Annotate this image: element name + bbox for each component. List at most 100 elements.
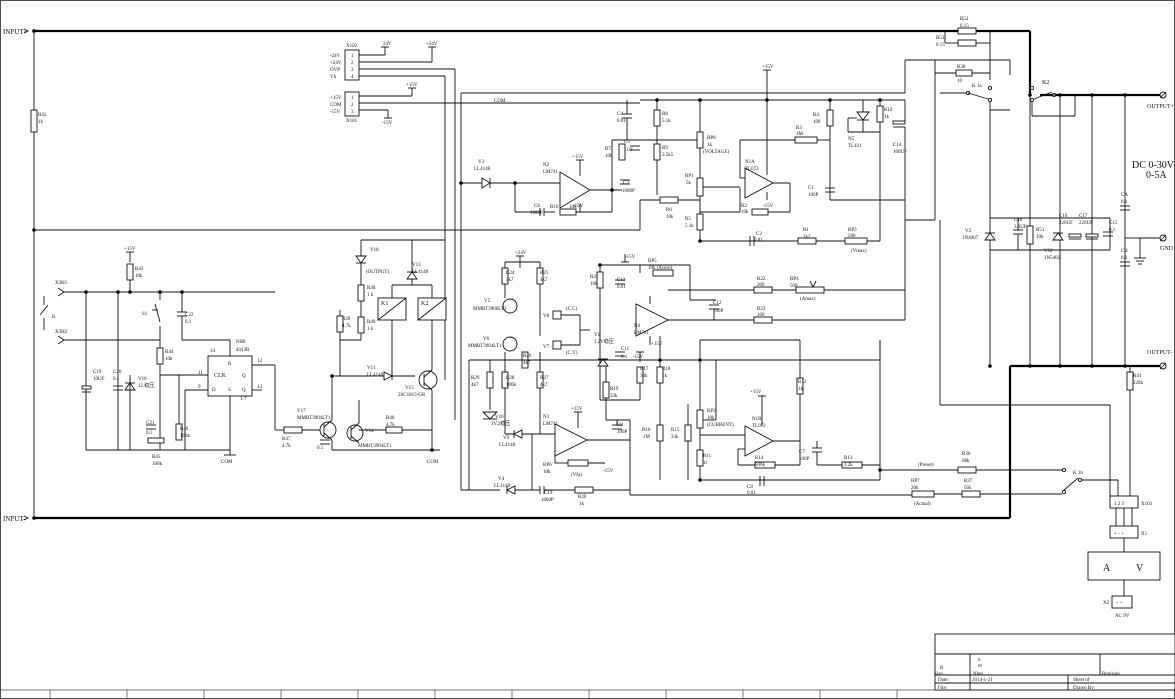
v9-diode-icon bbox=[512, 429, 523, 439]
rp4-label: RP4 bbox=[790, 277, 799, 282]
r37-label: R37 bbox=[964, 479, 973, 484]
supplies-v24b-label: +24V bbox=[426, 42, 438, 47]
r44-label: 10k bbox=[165, 357, 173, 362]
r40-label: R40 bbox=[386, 416, 395, 421]
rp2-potentiometer[interactable] bbox=[696, 409, 704, 429]
rp6-potentiometer[interactable] bbox=[567, 459, 589, 467]
n2-label: N2 bbox=[543, 163, 550, 168]
r21-label: 10k bbox=[590, 282, 598, 287]
titleblock-date-label: 2014-1-21 bbox=[972, 678, 993, 683]
r36-label: 68k bbox=[962, 459, 970, 464]
titleblock-date-label-label: Date: bbox=[938, 678, 949, 683]
connector-x101: X101 +15V COM -15V 1 2 3 +15V COM -15V bbox=[330, 83, 640, 126]
v12-diode-icon bbox=[1052, 232, 1064, 241]
rp4-potentiometer[interactable] bbox=[795, 286, 825, 294]
c12-label: C12 bbox=[713, 301, 722, 306]
r41-label: 220k bbox=[1133, 381, 1144, 386]
ca-label: CA bbox=[1121, 193, 1128, 198]
v2-label: 1N4007 bbox=[962, 236, 979, 241]
preset-label: (Preset) bbox=[918, 463, 934, 468]
ff-p14-label: 14 bbox=[210, 349, 216, 354]
rp7-potentiometer[interactable] bbox=[911, 490, 935, 498]
rp7-label: RP7 bbox=[911, 479, 920, 484]
rp8-label: RP8 bbox=[707, 136, 716, 141]
rp6-label: (Vfa) bbox=[571, 473, 582, 478]
connectors-ac9v-label: AC 9V bbox=[1115, 614, 1130, 619]
n1b-label: TL072 bbox=[752, 424, 766, 429]
k-switch-contact-icon[interactable] bbox=[39, 304, 49, 316]
r10-label: R10 bbox=[550, 205, 559, 210]
supplies-v15l-label: +15V bbox=[571, 407, 583, 412]
connector-x2 bbox=[1111, 595, 1133, 609]
panel-meter bbox=[1087, 551, 1161, 581]
v3-label: LL4148 bbox=[474, 167, 491, 172]
connectors-x2-label: X2 bbox=[1103, 601, 1110, 606]
v1-label: V1 bbox=[594, 333, 601, 338]
connectors-x103-label: X103 bbox=[1141, 502, 1153, 507]
c6-label: 1000P bbox=[530, 211, 543, 216]
v1-zener-icon bbox=[597, 358, 609, 367]
meter-volts-label: V bbox=[1136, 563, 1144, 574]
r29-label: R29 bbox=[471, 376, 480, 381]
r53-label: 0.15 bbox=[936, 43, 945, 48]
r52-label: 0.15 bbox=[960, 24, 969, 29]
meter-amps-label: A bbox=[1103, 563, 1111, 574]
r14-label: R14 bbox=[755, 456, 764, 461]
r51-resistor bbox=[1026, 225, 1034, 245]
titleblock-size-label: Size bbox=[934, 672, 943, 677]
r2-label: R2 bbox=[741, 204, 747, 209]
rp4-label: 500 bbox=[790, 284, 798, 289]
input-plus-rail: INPUT+ bbox=[3, 28, 1032, 95]
v2-diode-icon bbox=[984, 232, 996, 241]
r22-label: 300 bbox=[757, 283, 765, 288]
gnd-terminal: GND bbox=[1134, 234, 1174, 265]
v6-transistor-icon bbox=[502, 336, 518, 352]
rp2-label: RP2 bbox=[707, 409, 716, 414]
r11-label: 1l bbox=[703, 461, 708, 466]
c19-label: 10UF bbox=[93, 377, 105, 382]
r13-label: R13 bbox=[844, 456, 853, 461]
c2-label: C2 bbox=[756, 232, 762, 237]
c18-label: C18 bbox=[1014, 218, 1023, 223]
connectors-x101-pins-label: COM bbox=[330, 103, 342, 108]
input-plus-arrow-icon bbox=[23, 28, 30, 34]
connectors-x102-nums-label: 3 bbox=[351, 68, 354, 73]
connectors-x101-pins-label: -15V bbox=[330, 110, 341, 115]
c7-label: 100P bbox=[799, 457, 810, 462]
r21-label: R21 bbox=[590, 275, 599, 280]
c6-label: C6 bbox=[534, 204, 540, 209]
r20-label: R20 bbox=[578, 495, 587, 500]
c8-label: C8 bbox=[747, 485, 753, 490]
c10-label: C10 bbox=[544, 491, 553, 496]
v13-label: V13 bbox=[412, 263, 421, 268]
c20-label: C20 bbox=[113, 370, 122, 375]
label-label: 1 2 3 bbox=[1114, 502, 1125, 507]
v5-transistor-icon bbox=[502, 298, 518, 314]
ff-q-label: Q bbox=[242, 374, 246, 379]
r24-label: 4k7 bbox=[506, 278, 514, 283]
supplies-v15h-label: -15V bbox=[763, 204, 774, 209]
k1a-label: K 1a bbox=[972, 84, 982, 89]
r38-label: 10 bbox=[957, 79, 963, 84]
r39-label: 4.7k bbox=[342, 324, 351, 329]
r16-label: 1M bbox=[643, 435, 651, 440]
titleblock-m-label: m bbox=[978, 664, 982, 669]
r8-label: R8 bbox=[662, 112, 668, 117]
c17-label: C17 bbox=[1079, 214, 1088, 219]
r1-label: 2k2 bbox=[803, 235, 811, 240]
r26-label: 4k7 bbox=[523, 361, 531, 366]
rp1-label: 5k bbox=[686, 181, 692, 186]
frame-ruler bbox=[0, 689, 1175, 699]
supplies-com1-label: COM bbox=[494, 99, 506, 104]
connectors-x102-pins-label: Vh bbox=[330, 75, 337, 80]
r12-label: R12 bbox=[798, 380, 807, 385]
titleblock-sheet-label: Sheet of bbox=[1073, 678, 1090, 683]
v5-label: MMBT3906LT1 bbox=[473, 307, 507, 312]
n5-label: N5 bbox=[848, 137, 855, 142]
r39-label: R39 bbox=[342, 317, 351, 322]
supplies-v15k-label: -15V bbox=[633, 355, 644, 360]
r28-label: 100k bbox=[506, 383, 517, 388]
r19-label: 33k bbox=[610, 394, 618, 399]
